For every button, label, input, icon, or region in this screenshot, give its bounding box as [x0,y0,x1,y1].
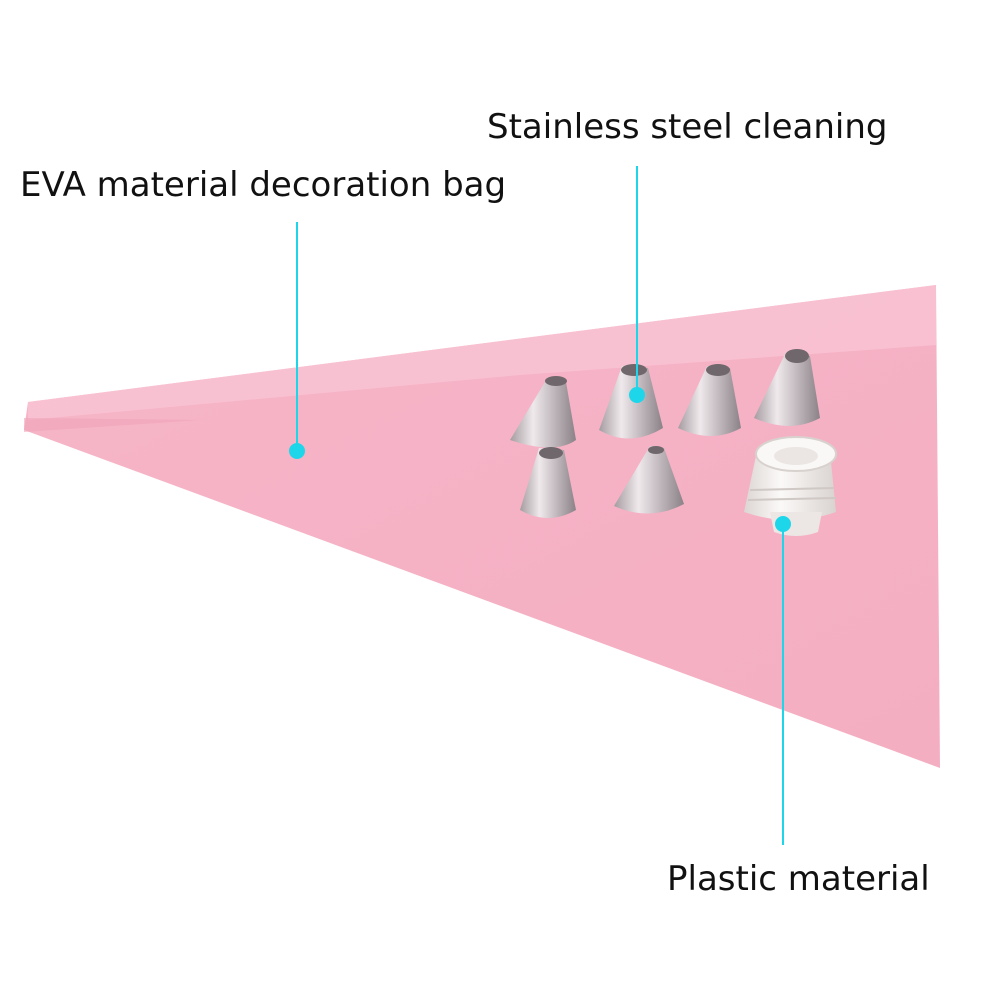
plastic-coupler [744,436,837,536]
steel-tip [678,364,741,436]
plastic-coupler-label: Plastic material [667,859,930,899]
steel-tips-label: Stainless steel cleaning [487,107,888,147]
eva-bag-label: EVA material decoration bag [20,165,507,205]
steel-tip [614,446,684,514]
steel-tip [599,364,663,439]
steel-tip [754,349,820,426]
steel-tip [520,447,576,518]
callout-plastic [775,516,791,845]
bag-tip-shadow [24,418,200,432]
steel-tip [510,376,576,448]
callout-steel [629,166,645,403]
callout-eva [289,222,305,459]
bag-edge-fold [28,285,936,420]
